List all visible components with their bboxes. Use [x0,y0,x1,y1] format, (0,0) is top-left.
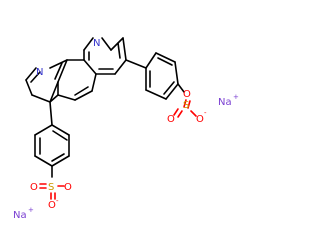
atom-o-right-down: O [167,114,175,125]
atom-o-bottom-right: O [64,182,72,193]
atom-s-bottom: S [48,182,54,193]
counterion-na-right: Na [218,97,232,108]
counterion-na-bottom: Na [13,210,27,221]
bond-lines [25,37,197,200]
atom-o-right-minus: O [196,114,204,125]
charge-na-bottom: + [28,206,34,214]
molecule-structure: N N S O O O - S O O O - Na + Na + [13,37,239,221]
atom-labels: N N S O O O - S O O O - Na + Na + [13,38,239,221]
atom-o-bottom-left: O [30,182,38,193]
atom-o-right-up: O [183,89,191,100]
atom-n-top: N [93,38,100,49]
atom-s-right: S [183,100,189,111]
atom-o-bottom-minus: O [48,200,56,211]
charge-na-right: + [233,93,239,101]
charge-o-right: - [204,109,207,117]
atom-n-left: N [36,67,43,78]
charge-o-bottom: - [56,197,59,205]
